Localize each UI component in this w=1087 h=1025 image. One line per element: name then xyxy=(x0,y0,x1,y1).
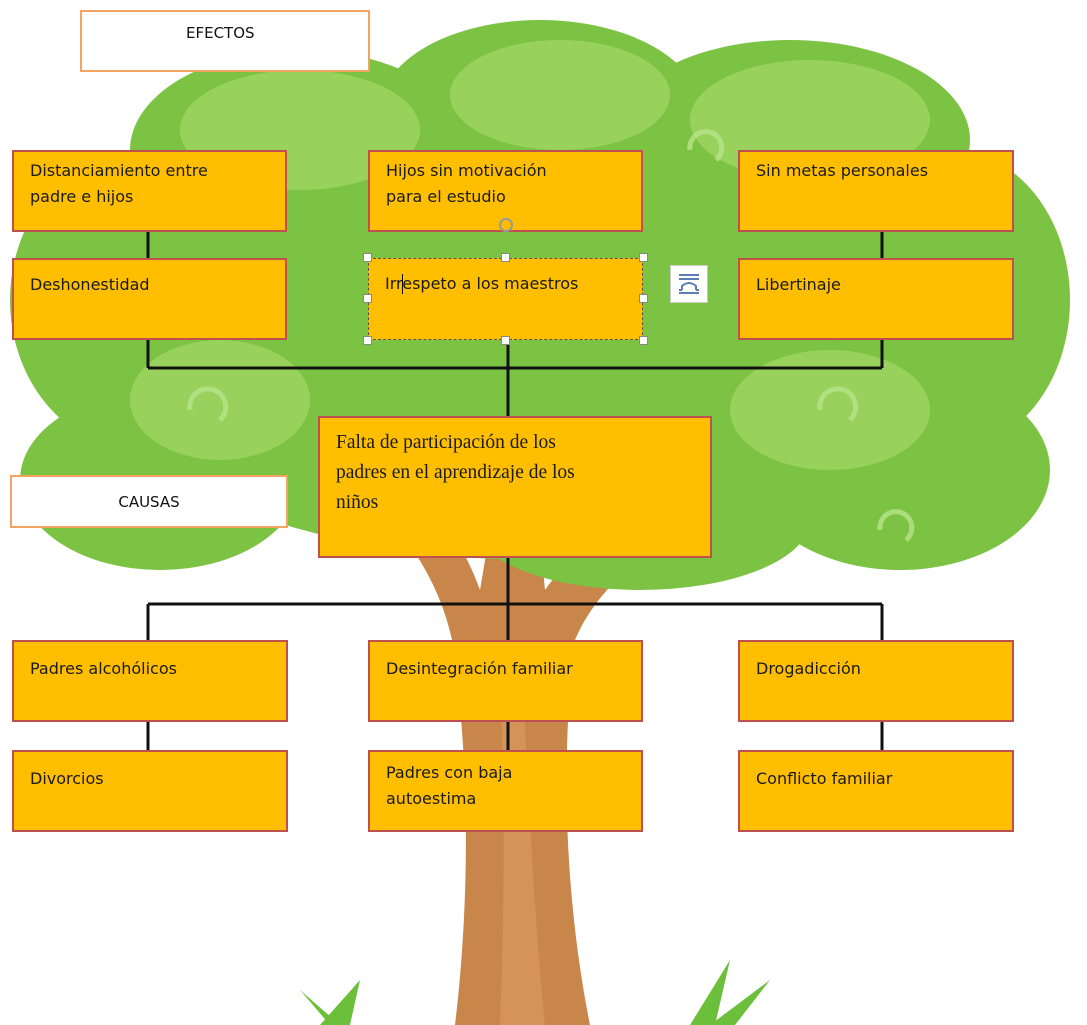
effect-box-sin-metas[interactable]: Sin metas personales xyxy=(738,150,1014,232)
resize-handle-top[interactable] xyxy=(501,253,510,262)
cause-box-conflicto-familiar[interactable]: Conflicto familiar xyxy=(738,750,1014,832)
resize-handle-bottom-right[interactable] xyxy=(639,336,648,345)
problem-line: niños xyxy=(336,492,379,513)
resize-handle-left[interactable] xyxy=(363,294,372,303)
resize-handle-top-right[interactable] xyxy=(639,253,648,262)
effect-line: para el estudio xyxy=(386,187,506,206)
resize-handle-bottom[interactable] xyxy=(501,336,510,345)
text-cursor xyxy=(402,274,403,294)
cause-line: Divorcios xyxy=(30,769,104,788)
effect-line: Deshonestidad xyxy=(30,275,150,294)
causes-heading-label: CAUSAS xyxy=(118,493,180,511)
cause-line: Desintegración familiar xyxy=(386,659,573,678)
effect-line: Irrespeto a los maestros xyxy=(385,274,579,293)
effect-line: Distanciamiento entre xyxy=(30,161,208,180)
cause-line: Padres con baja xyxy=(386,763,513,782)
effect-box-distanciamiento[interactable]: Distanciamiento entre padre e hijos xyxy=(12,150,287,232)
layout-options-icon xyxy=(679,274,699,294)
effect-box-deshonestidad[interactable]: Deshonestidad xyxy=(12,258,287,340)
effect-line: padre e hijos xyxy=(30,187,134,206)
cause-box-desintegracion[interactable]: Desintegración familiar xyxy=(368,640,643,722)
cause-line: Padres alcohólicos xyxy=(30,659,177,678)
causes-heading[interactable]: CAUSAS xyxy=(10,475,288,528)
cause-line: Conflicto familiar xyxy=(756,769,893,788)
layout-options-button[interactable] xyxy=(670,265,708,303)
resize-handle-right[interactable] xyxy=(639,294,648,303)
resize-handle-bottom-left[interactable] xyxy=(363,336,372,345)
cause-line: Drogadicción xyxy=(756,659,861,678)
cause-box-baja-autoestima[interactable]: Padres con baja autoestima xyxy=(368,750,643,832)
effects-heading-label: EFECTOS xyxy=(186,24,255,42)
cause-line: autoestima xyxy=(386,789,477,808)
cause-box-divorcios[interactable]: Divorcios xyxy=(12,750,288,832)
cause-box-drogadiccion[interactable]: Drogadicción xyxy=(738,640,1014,722)
problem-line: Falta de participación de los xyxy=(336,432,556,453)
central-problem-box[interactable]: Falta de participación de los padres en … xyxy=(318,416,712,558)
rotate-handle-icon[interactable] xyxy=(499,218,513,232)
cause-box-padres-alcoholicos[interactable]: Padres alcohólicos xyxy=(12,640,288,722)
grass xyxy=(300,960,770,1025)
effects-heading[interactable]: EFECTOS xyxy=(80,10,370,72)
problem-line: padres en el aprendizaje de los xyxy=(336,462,575,483)
effect-box-libertinaje[interactable]: Libertinaje xyxy=(738,258,1014,340)
trunk-highlight xyxy=(498,640,545,1025)
foliage-swirls xyxy=(187,129,915,542)
effect-line: Libertinaje xyxy=(756,275,841,294)
effect-line: Sin metas personales xyxy=(756,161,929,180)
effect-line: Hijos sin motivación xyxy=(386,161,547,180)
effect-box-irrespeto-selected[interactable]: Irrespeto a los maestros xyxy=(368,258,643,340)
resize-handle-top-left[interactable] xyxy=(363,253,372,262)
